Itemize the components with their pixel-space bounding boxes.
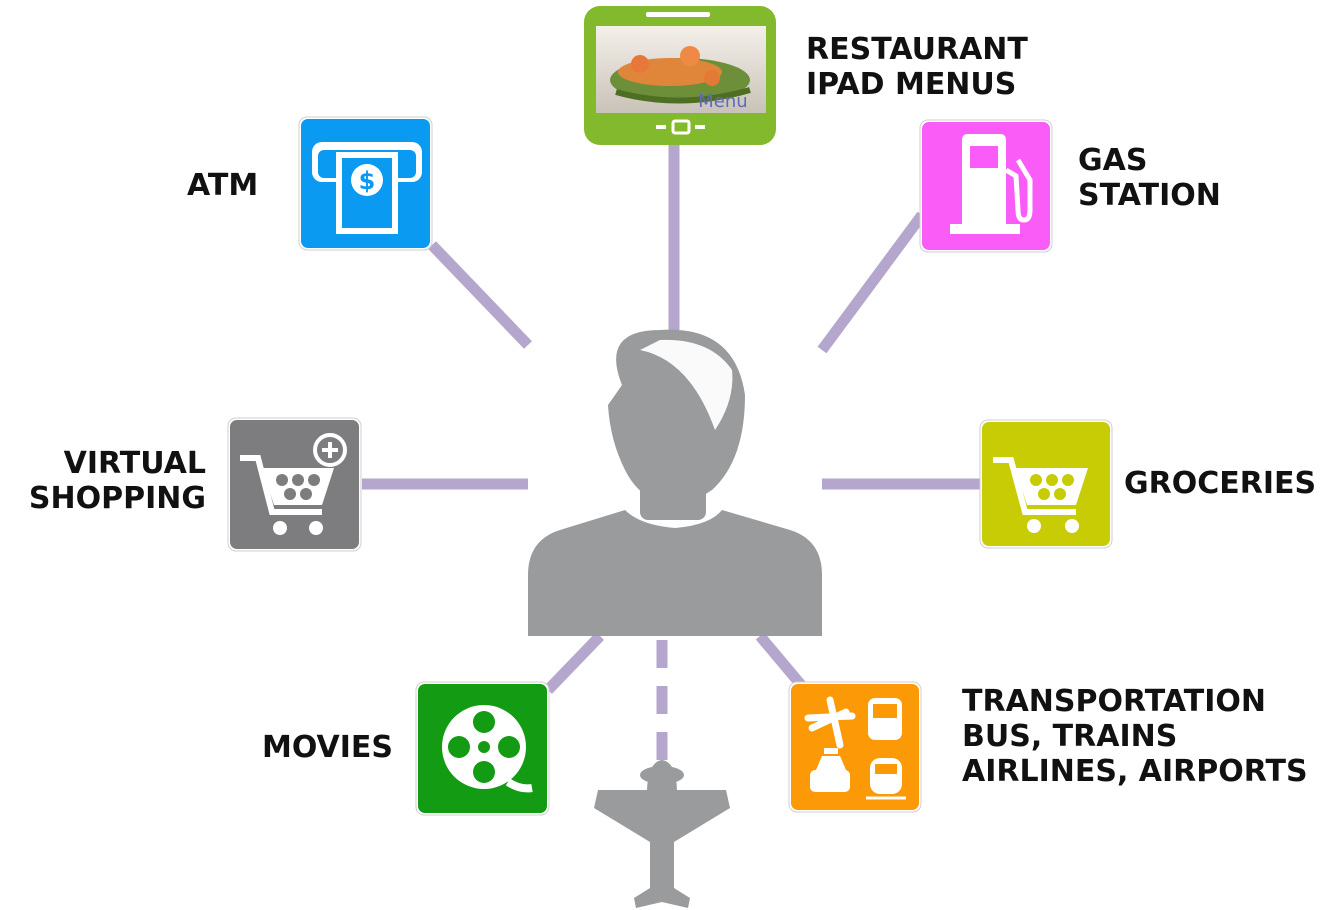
label-groceries: GROCERIES [1124,466,1316,501]
airplane-icon [594,760,730,908]
label-line: GAS [1078,143,1148,178]
tablet-screen-text: Menu [698,91,747,112]
gas-pump-icon [919,119,1053,253]
label-gas: GAS STATION [1078,143,1221,213]
svg-text:$: $ [359,167,376,195]
label-line: MOVIES [262,730,394,765]
label-restaurant: RESTAURANT IPAD MENUS [806,32,1028,102]
label-line: RESTAURANT [806,32,1028,67]
label-line: TRANSPORTATION [962,684,1266,719]
grocery-cart-icon [979,419,1113,549]
label-movies: MOVIES [262,730,393,765]
connector-atm [428,241,532,349]
label-atm: ATM [187,168,258,203]
connector-transport [755,632,807,690]
label-line: SHOPPING [28,481,206,516]
label-transport: TRANSPORTATION BUS, TRAINS AIRLINES, AIR… [962,684,1308,789]
tablet-menu-icon: Menu [584,6,776,145]
label-line: BUS, TRAINS [962,719,1178,754]
connector-movies [544,632,604,694]
shopping-cart-plus-icon [227,417,362,552]
label-line: IPAD MENUS [806,67,1017,102]
label-shopping: VIRTUAL SHOPPING [18,446,206,516]
label-line: GROCERIES [1124,466,1317,501]
connector-gas [817,211,927,354]
transportation-icon [788,681,922,813]
label-line: VIRTUAL [63,446,206,481]
atm-icon: $ [298,116,433,251]
label-line: AIRLINES, AIRPORTS [962,754,1308,789]
film-reel-icon [415,681,550,816]
label-line: STATION [1078,178,1221,213]
label-line: ATM [187,168,259,203]
person-silhouette-icon [528,329,822,636]
connector-lines [362,145,985,760]
